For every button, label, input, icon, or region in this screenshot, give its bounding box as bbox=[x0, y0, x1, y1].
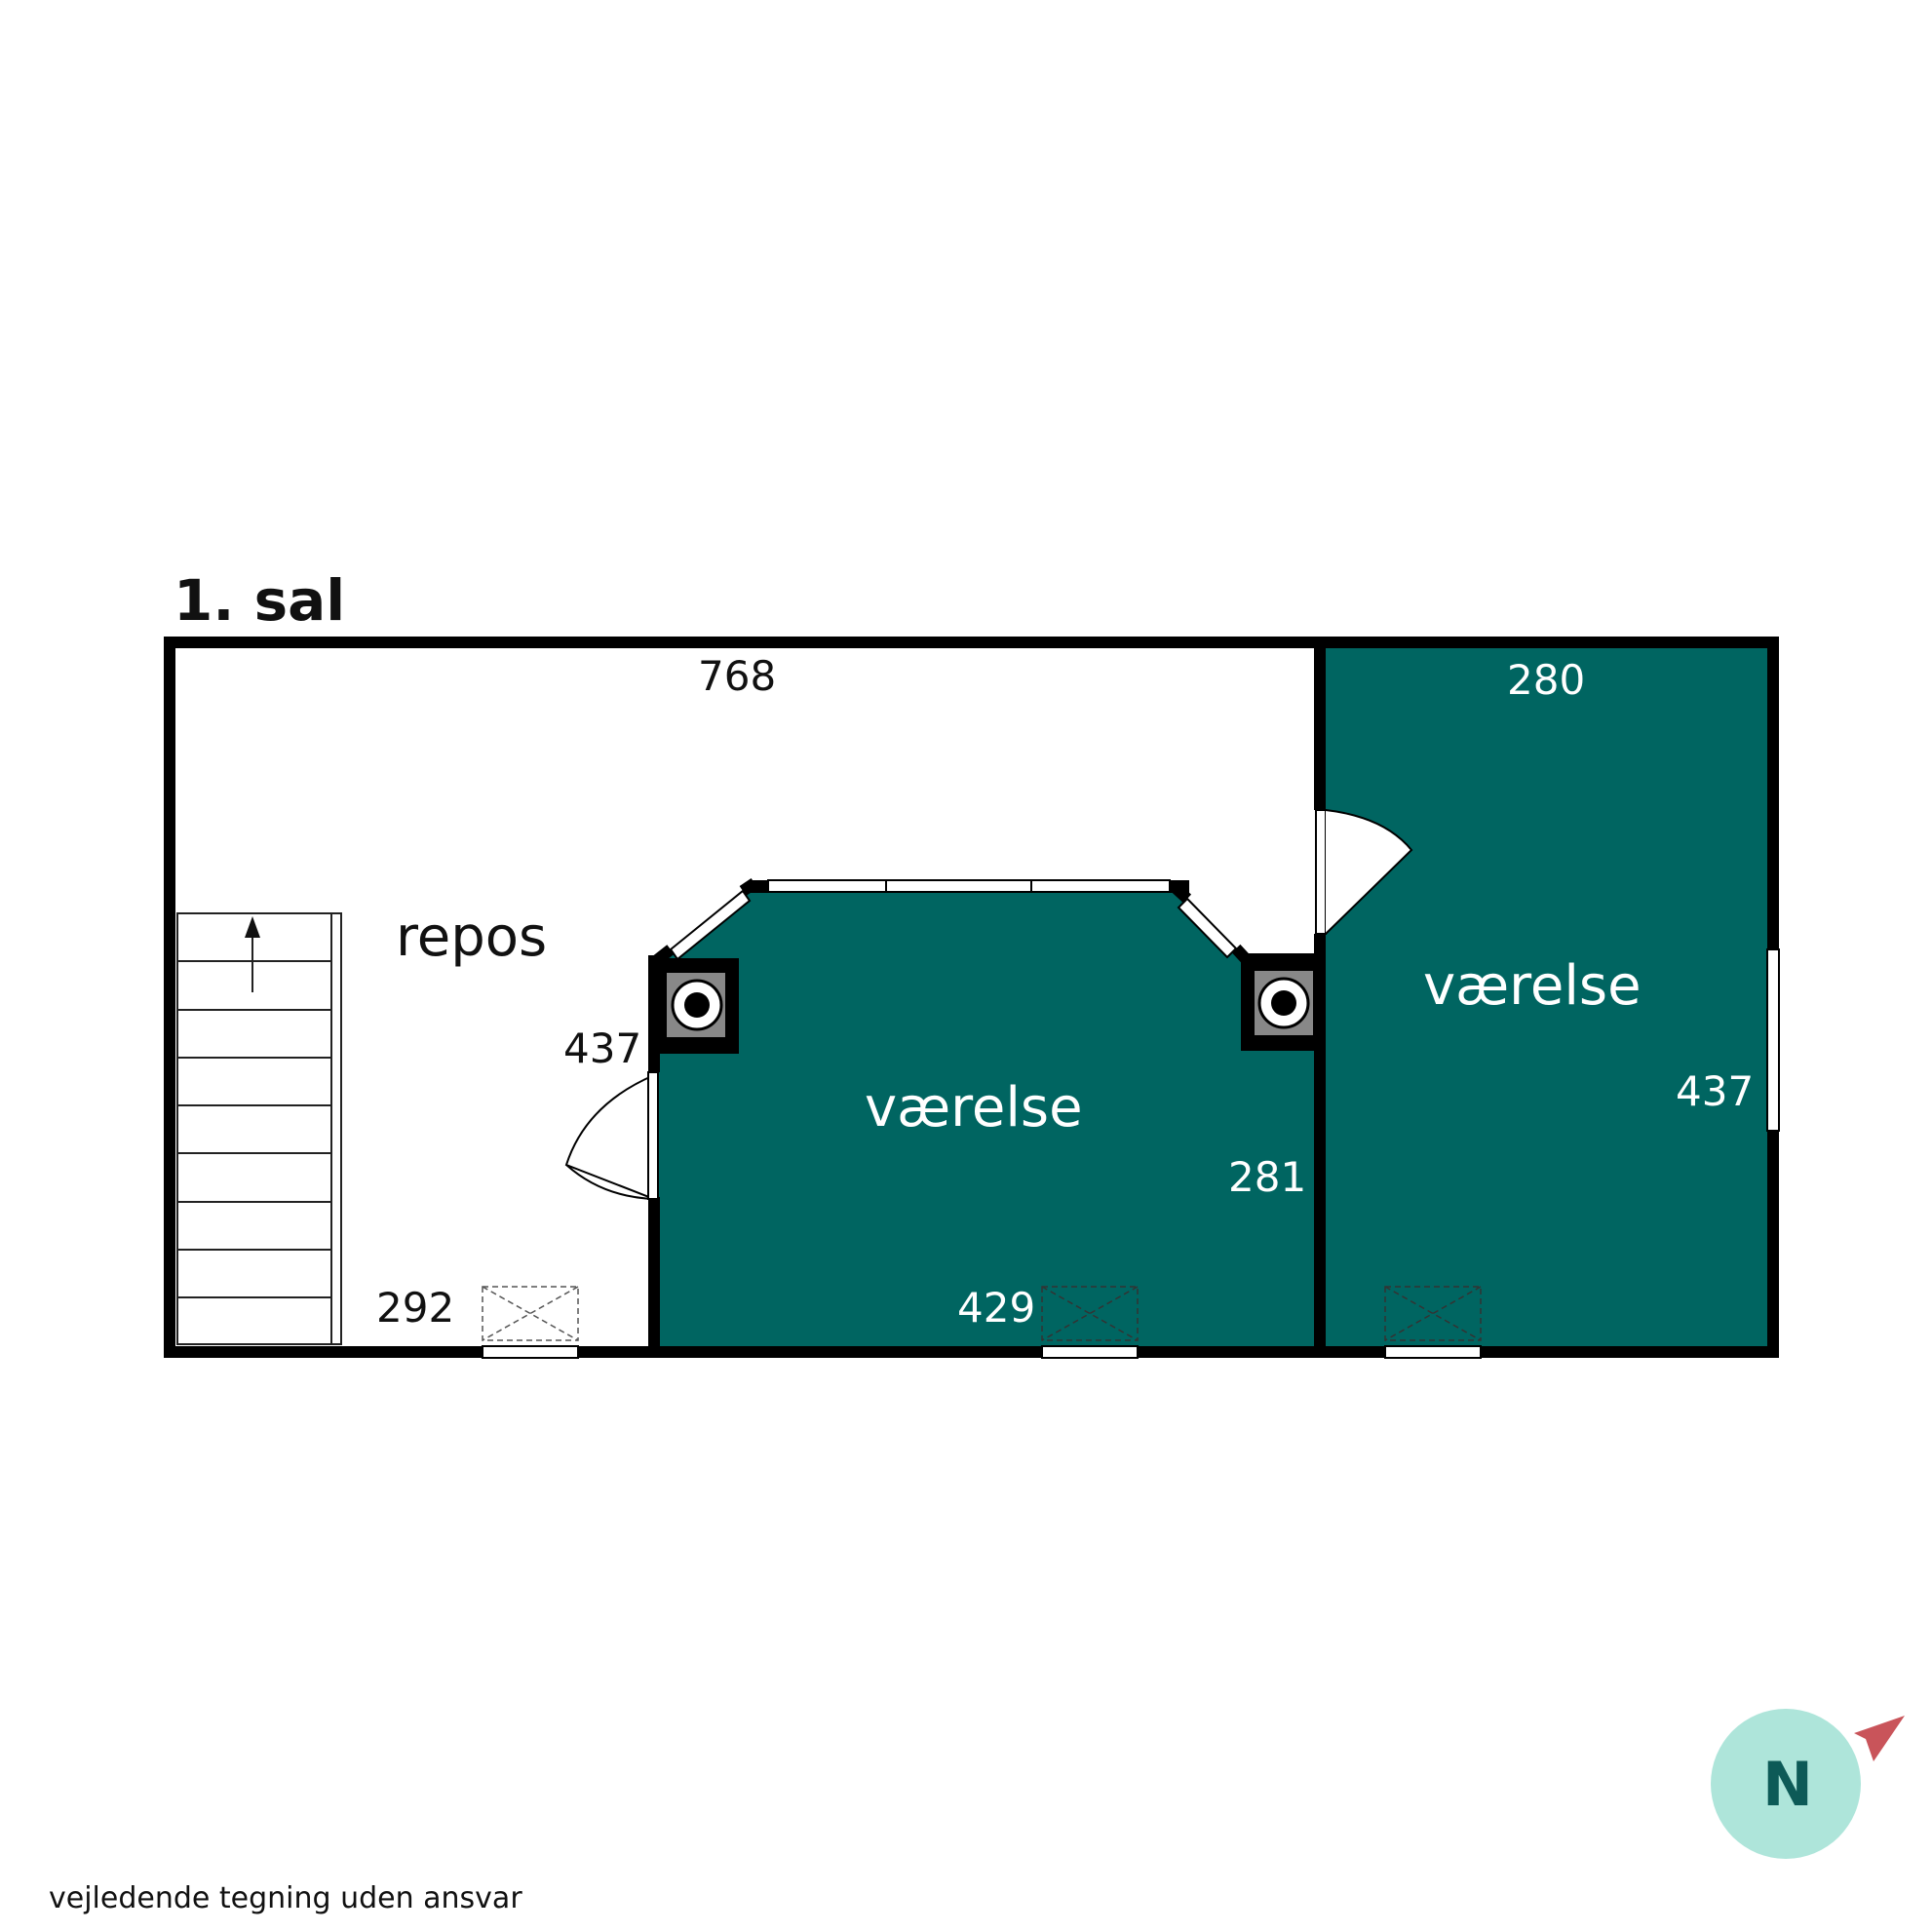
compass-letter: N bbox=[1762, 1749, 1813, 1820]
dimension-middle-width: 429 bbox=[957, 1284, 1035, 1332]
window-angled-left bbox=[669, 889, 752, 961]
skylight-vaerelse-right bbox=[1384, 1286, 1482, 1359]
dimension-repos-width: 768 bbox=[698, 652, 776, 700]
dimension-right-width: 280 bbox=[1507, 656, 1585, 704]
chimney-right bbox=[1241, 955, 1321, 1051]
compass: N bbox=[1711, 1709, 1905, 1859]
room-label-repos: repos bbox=[396, 906, 547, 969]
skylight-vaerelse-middle bbox=[1041, 1286, 1139, 1359]
dimension-repos-bottom: 292 bbox=[376, 1284, 454, 1332]
chimney-left bbox=[651, 958, 739, 1054]
room-label-vaerelse-right: værelse bbox=[1423, 954, 1642, 1018]
door-middle-room bbox=[564, 1071, 659, 1201]
door-right-room bbox=[1315, 809, 1413, 935]
room-label-vaerelse-middle: værelse bbox=[865, 1076, 1083, 1140]
dimension-repos-depth: 437 bbox=[563, 1024, 641, 1072]
disclaimer-text: vejledende tegning uden ansvar bbox=[49, 1881, 522, 1915]
stair-arrow-head-icon bbox=[245, 916, 260, 938]
skylight-repos bbox=[482, 1286, 579, 1359]
dimension-middle-depth: 281 bbox=[1228, 1153, 1306, 1201]
compass-arrow-icon bbox=[1854, 1716, 1905, 1761]
window-angled-right bbox=[1177, 897, 1238, 959]
compass-circle bbox=[1711, 1709, 1861, 1859]
dimension-right-depth: 437 bbox=[1676, 1067, 1754, 1115]
room-vaerelse-middle-fill bbox=[656, 885, 1316, 1347]
room-vaerelse-right-fill bbox=[1324, 646, 1772, 1347]
window-top-middle bbox=[767, 879, 1171, 893]
floor-title: 1. sal bbox=[174, 567, 345, 634]
window-east-right-room bbox=[1766, 948, 1780, 1132]
staircase bbox=[176, 912, 342, 1345]
